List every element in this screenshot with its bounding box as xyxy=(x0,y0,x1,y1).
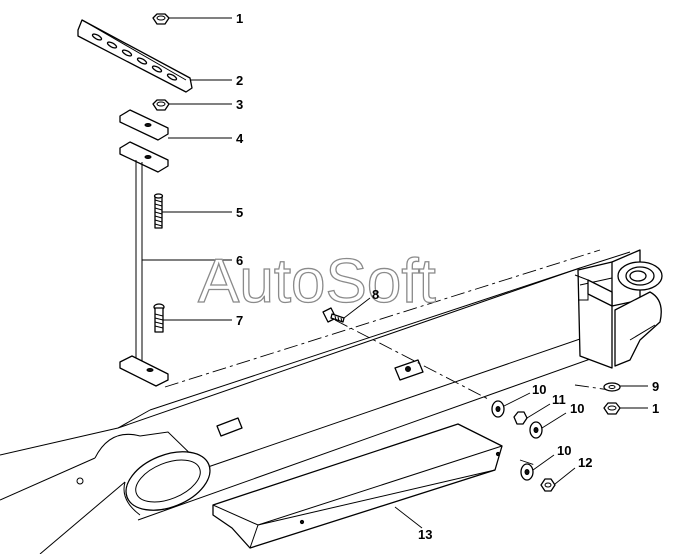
callout-13: 13 xyxy=(418,527,432,542)
screw xyxy=(322,307,345,323)
watermark-text: AutoSoft xyxy=(198,247,436,316)
callout-1-right: 1 xyxy=(652,401,659,416)
top-nut xyxy=(152,13,170,25)
channel-guard xyxy=(212,423,503,549)
lower-bolt xyxy=(153,303,165,333)
perforated-strap xyxy=(77,19,193,93)
leader-lines xyxy=(142,17,648,529)
callout-labels: 1 2 3 4 5 6 7 8 9 1 10 11 10 10 12 13 xyxy=(236,11,659,542)
callout-11: 11 xyxy=(552,392,566,407)
assembly-lines xyxy=(164,249,611,466)
lower-plate xyxy=(119,141,169,173)
callout-5: 5 xyxy=(236,205,243,220)
washer-10b xyxy=(529,421,543,439)
callout-1: 1 xyxy=(236,11,243,26)
callout-2: 2 xyxy=(236,73,243,88)
boom-arm xyxy=(0,251,631,555)
pivot-bracket xyxy=(574,249,663,369)
arm-clip-front xyxy=(216,417,243,437)
nut-11 xyxy=(513,411,528,425)
callout-9: 9 xyxy=(652,379,659,394)
right-washer xyxy=(603,382,621,392)
washer-10c xyxy=(520,463,534,481)
upper-plate xyxy=(119,109,169,141)
washer-10a xyxy=(491,400,505,418)
mid-nut xyxy=(152,99,170,111)
callout-10-lower: 10 xyxy=(557,443,571,458)
callout-10-middle: 10 xyxy=(570,401,584,416)
callout-3: 3 xyxy=(236,97,243,112)
callout-8: 8 xyxy=(372,287,379,302)
support-rod xyxy=(119,160,169,387)
right-nut xyxy=(603,402,621,415)
callout-7: 7 xyxy=(236,313,243,328)
callout-10-upper: 10 xyxy=(532,382,546,397)
callout-6: 6 xyxy=(236,253,243,268)
threaded-bolt xyxy=(153,193,164,229)
callout-12: 12 xyxy=(578,455,592,470)
callout-4: 4 xyxy=(236,131,244,146)
nut-12 xyxy=(540,478,556,492)
